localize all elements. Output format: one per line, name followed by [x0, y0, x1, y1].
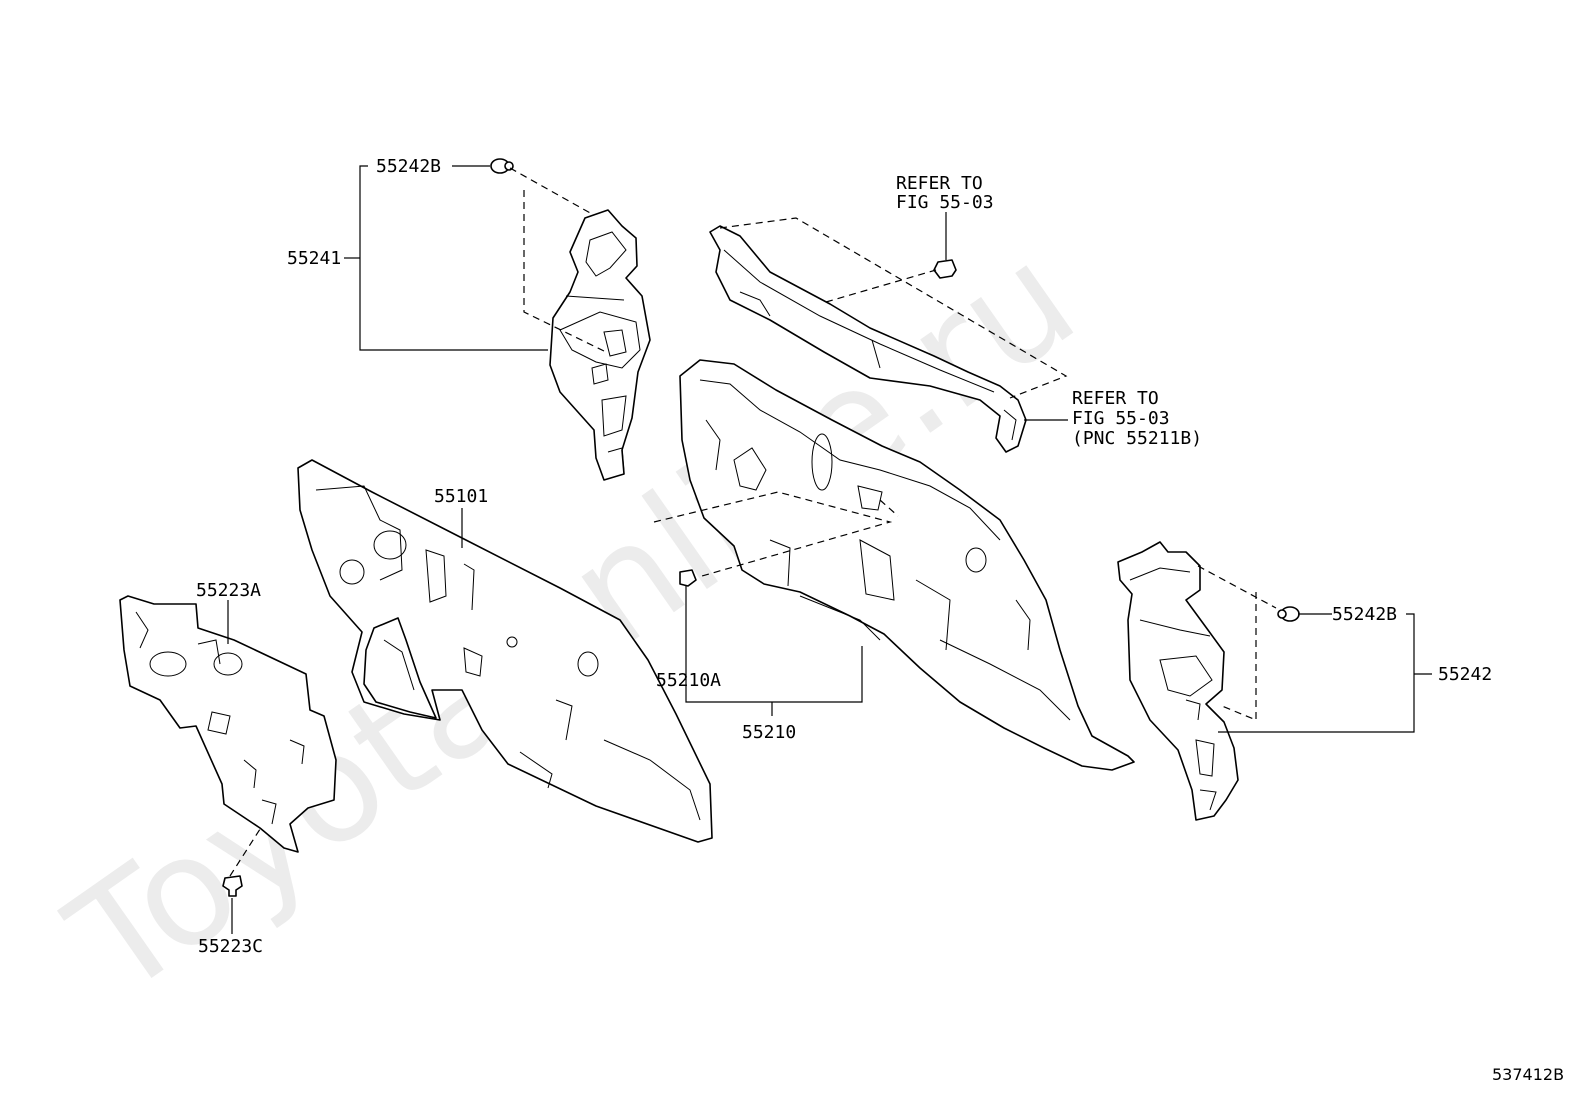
part-labels: 55242B 55241 55101 55223A 55223C 55210A …	[196, 156, 1492, 957]
refer-top-line2: FIG 55-03	[896, 192, 994, 213]
label-55210A: 55210A	[656, 670, 721, 691]
clip-55242B-right[interactable]	[1277, 606, 1300, 622]
label-55223A: 55223A	[196, 580, 261, 601]
clip-55242B-left[interactable]	[490, 158, 514, 174]
part-55242[interactable]	[1117, 541, 1239, 821]
refer-top-line1: REFER TO	[896, 173, 983, 194]
refer-right-line1: REFER TO	[1072, 388, 1159, 409]
leader-lines	[227, 165, 1432, 934]
label-55242: 55242	[1438, 664, 1492, 685]
part-55210[interactable]	[679, 359, 1135, 771]
label-55210: 55210	[742, 722, 796, 743]
figure-id: 537412B	[1492, 1065, 1564, 1084]
refer-right-line2: FIG 55-03	[1072, 408, 1170, 429]
part-55241[interactable]	[549, 209, 651, 481]
part-55211B-cowl[interactable]	[709, 225, 1027, 453]
refer-right-line3: (PNC 55211B)	[1072, 428, 1202, 449]
label-55223C: 55223C	[198, 936, 263, 957]
clip-55210A[interactable]	[679, 569, 697, 587]
dashed-assembly-lines	[229, 167, 1277, 877]
fastener-fig-55-03[interactable]	[933, 212, 957, 279]
clip-55223C[interactable]	[222, 875, 243, 897]
label-55101: 55101	[434, 486, 488, 507]
label-55242B-left: 55242B	[376, 156, 441, 177]
label-55242B-right: 55242B	[1332, 604, 1397, 625]
label-55241: 55241	[287, 248, 341, 269]
part-55223A[interactable]	[119, 595, 337, 853]
part-55101[interactable]	[297, 459, 713, 843]
